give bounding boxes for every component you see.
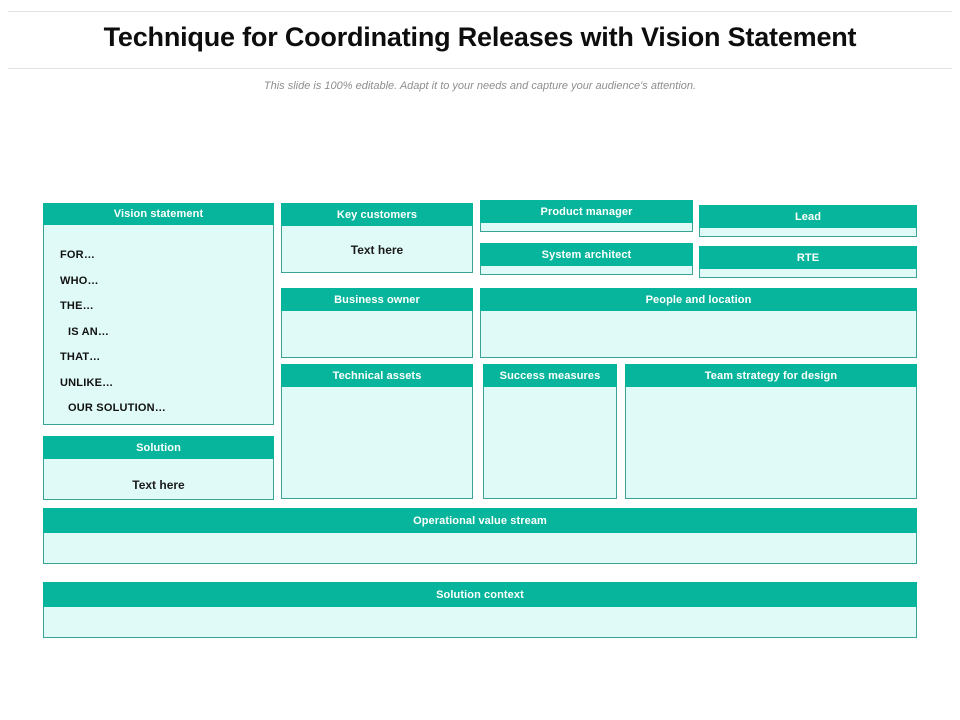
header-divider-bottom bbox=[8, 68, 952, 69]
vision-item: FOR… bbox=[60, 249, 96, 261]
vision-statement-list: FOR… WHO… THE… IS AN… THAT… UNLIKE… OUR … bbox=[60, 243, 260, 422]
panel-rte-header: RTE bbox=[699, 246, 917, 269]
page-subtitle: This slide is 100% editable. Adapt it to… bbox=[263, 80, 697, 92]
panel-key-customers-body: Text here bbox=[350, 243, 404, 257]
panel-solution-header: Solution bbox=[43, 436, 274, 459]
vision-item: OUR SOLUTION… bbox=[68, 402, 166, 414]
panel-people-and-location-header: People and location bbox=[480, 288, 917, 311]
panel-lead-header: Lead bbox=[699, 205, 917, 228]
vision-item: IS AN… bbox=[68, 325, 110, 338]
vision-item: THAT… bbox=[60, 351, 101, 363]
vision-item: THE… bbox=[60, 300, 94, 312]
panel-vision-statement-header: Vision statement bbox=[43, 203, 274, 225]
panel-product-manager-header: Product manager bbox=[480, 200, 693, 223]
panel-technical-assets-header: Technical assets bbox=[281, 364, 473, 387]
panel-team-strategy-for-design-header: Team strategy for design bbox=[625, 364, 917, 387]
panel-operational-value-stream-header: Operational value stream bbox=[43, 508, 917, 533]
panel-key-customers-header: Key customers bbox=[281, 203, 473, 226]
panel-solution-context-header: Solution context bbox=[43, 582, 917, 607]
vision-item: UNLIKE… bbox=[60, 376, 114, 389]
panel-solution-body: Text here bbox=[132, 478, 185, 492]
panel-system-architect-header: System architect bbox=[480, 243, 693, 266]
slide-header: Technique for Coordinating Releases with… bbox=[0, 0, 960, 100]
header-divider-top bbox=[8, 11, 952, 12]
panel-success-measures-header: Success measures bbox=[483, 364, 617, 387]
panel-business-owner-header: Business owner bbox=[281, 288, 473, 311]
panel-vision-statement[interactable] bbox=[43, 203, 274, 425]
vision-item: WHO… bbox=[60, 274, 99, 287]
page-title: Technique for Coordinating Releases with… bbox=[103, 22, 857, 52]
